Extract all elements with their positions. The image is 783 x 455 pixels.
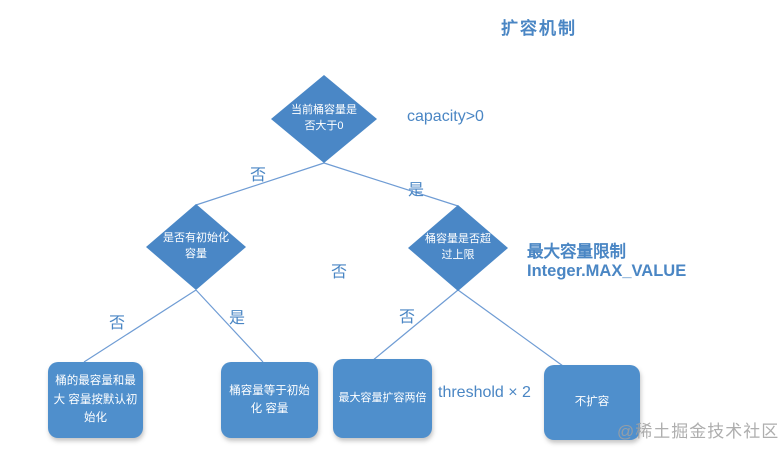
watermark: @稀土掘金技术社区 (617, 422, 780, 441)
edge-label-root-yes: 是 (408, 182, 425, 199)
edge-label-root-no: 否 (250, 167, 267, 184)
edge-hasinit-to-default (83, 289, 197, 363)
edge-root-to-hasinit (195, 162, 325, 206)
edge-hasinit-to-equal (195, 289, 264, 363)
result-box-default-init: 桶的最容量和最大 容量按默认初始化 (48, 362, 143, 438)
result-box-equal-init: 桶容量等于初始化 容量 (221, 362, 318, 438)
result-no-expand-label: 不扩容 (574, 396, 610, 409)
result-equal-init-label: 桶容量等于初始化 容量 (229, 384, 310, 415)
result-default-init-label: 桶的最容量和最大 容量按默认初始化 (53, 375, 138, 425)
annotation-threshold: threshold × 2 (438, 384, 531, 401)
edge-label-init-yes: 是 (229, 310, 246, 327)
edge-overlimit-to-double (371, 289, 459, 362)
result-box-expand-double: 最大容量扩容两倍 (333, 359, 432, 438)
edge-label-limit-no: 否 (399, 309, 416, 326)
edge-root-to-overlimit (323, 162, 459, 207)
edge-overlimit-to-noexpand (457, 289, 564, 367)
decision-over-limit-label: 桶容量是否超 过上限 (425, 233, 491, 261)
annotation-capacity: capacity>0 (407, 108, 484, 125)
result-box-no-expand: 不扩容 (544, 365, 640, 440)
page-title: 扩容机制 (501, 19, 577, 38)
annotation-max-limit: 最大容量限制Integer.MAX_VALUE (527, 243, 687, 280)
decision-root-label: 当前桶容量是 否大于0 (291, 104, 357, 132)
edge-label-init-no: 否 (109, 315, 126, 332)
edge-label-mid-no: 否 (331, 264, 348, 281)
result-expand-double-label: 最大容量扩容两倍 (338, 391, 427, 404)
decision-has-init-label: 是否有初始化 容量 (163, 232, 229, 260)
